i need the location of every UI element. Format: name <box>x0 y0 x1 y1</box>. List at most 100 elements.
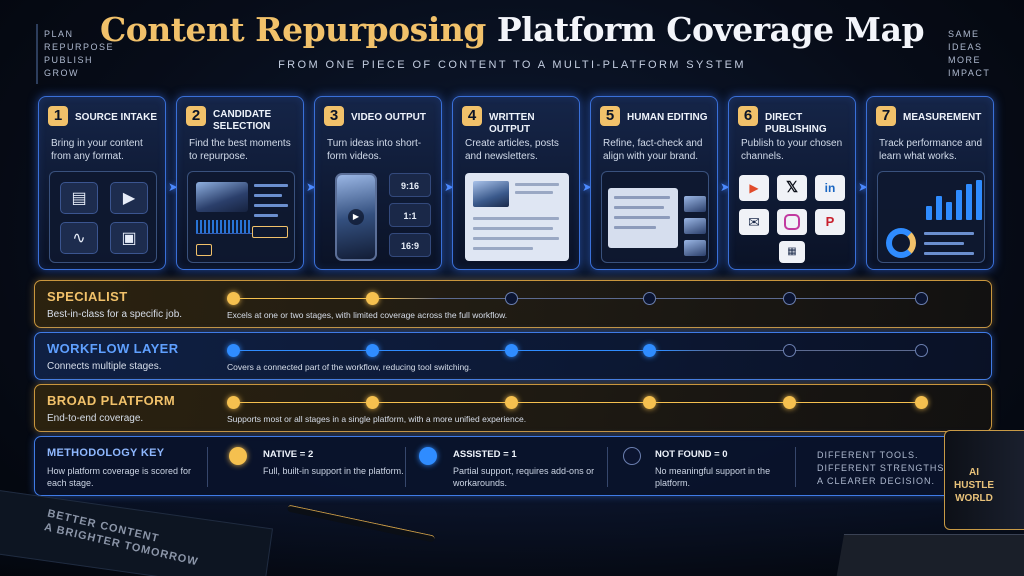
stage-number: 3 <box>324 106 344 126</box>
tier-broad-platform: BROAD PLATFORM End-to-end coverage. Supp… <box>34 384 992 432</box>
ratio-1-1: 1:1 <box>389 203 431 227</box>
stat-line <box>924 242 964 245</box>
corner-right-line: IMPACT <box>948 68 991 78</box>
page-title: Content Repurposing Platform Coverage Ma… <box>0 10 1024 49</box>
linkedin-icon: in <box>815 175 845 201</box>
article-image <box>473 181 509 207</box>
stage-description: Create articles, posts and newsletters. <box>465 138 559 162</box>
mug-line: WORLD <box>955 493 993 504</box>
tier-subtitle: Best-in-class for a specific job. <box>47 309 183 320</box>
stage-description: Track performance and learn what works. <box>879 138 983 162</box>
stage-title: DIRECT PUBLISHING <box>765 112 827 135</box>
text-line <box>473 217 559 220</box>
laptop <box>835 534 1024 576</box>
chevron-right-icon: ➤ <box>582 180 593 194</box>
not-found-dot-icon <box>623 447 641 465</box>
tier-note: Excels at one or two stages, with limite… <box>227 310 508 320</box>
score-dot <box>643 292 656 305</box>
text-line <box>614 216 670 219</box>
text-line <box>473 247 533 250</box>
stage-title: VIDEO OUTPUT <box>351 112 427 123</box>
stage-number: 7 <box>876 106 896 126</box>
text-line <box>473 237 559 240</box>
chart-bar <box>976 180 982 220</box>
tier-name: SPECIALIST <box>47 289 128 304</box>
corner-note-left: PLAN REPURPOSE PUBLISH GROW <box>36 24 120 84</box>
score-dot <box>915 344 928 357</box>
ratio-16-9: 16:9 <box>389 233 431 257</box>
key-divider <box>405 447 406 487</box>
audio-waveform <box>196 220 252 234</box>
page-subtitle: FROM ONE PIECE OF CONTENT TO A MULTI-PLA… <box>278 59 746 71</box>
chart-bar <box>936 196 942 220</box>
stage-description: Bring in your content from any format. <box>51 138 143 162</box>
native-dot-icon <box>229 447 247 465</box>
stage-card-human-editing: 5 HUMAN EDITING Refine, fact-check and a… <box>590 96 718 270</box>
key-divider <box>607 447 608 487</box>
youtube-icon: ▶ <box>739 175 769 201</box>
stage-title: SOURCE INTAKE <box>75 112 158 123</box>
methodology-key: METHODOLOGY KEY How platform coverage is… <box>34 436 992 496</box>
header: Content Repurposing Platform Coverage Ma… <box>0 10 1024 71</box>
source-format-panel: ▤ ▶ ∿ ▣ <box>49 171 157 263</box>
key-title: METHODOLOGY KEY <box>47 447 165 459</box>
media-thumbnail <box>684 240 706 256</box>
candidate-timeline-panel <box>187 171 295 263</box>
donut-chart <box>886 228 916 258</box>
stage-description: Find the best moments to repurpose. <box>189 138 291 162</box>
score-dot <box>783 396 796 409</box>
play-icon: ▶ <box>348 209 364 225</box>
chart-bar <box>926 206 932 220</box>
stage-number: 6 <box>738 106 758 126</box>
ratio-9-16: 9:16 <box>389 173 431 197</box>
score-dot <box>227 396 240 409</box>
score-dot <box>783 292 796 305</box>
tagline-line: DIFFERENT STRENGTHS. <box>817 463 948 473</box>
mug-line: HUSTLE <box>954 480 994 491</box>
mug-line: AI <box>969 467 979 478</box>
tier-name: WORKFLOW LAYER <box>47 341 179 356</box>
mug-logo-text: AI HUSTLE WORLD <box>954 466 994 505</box>
stage-title: WRITTEN OUTPUT <box>489 112 535 135</box>
score-dot <box>366 344 379 357</box>
corner-note-right: SAME IDEAS MORE IMPACT <box>942 24 996 84</box>
chart-bar <box>946 202 952 220</box>
key-label-not-found: NOT FOUND = 0 <box>655 449 728 460</box>
score-dot <box>915 292 928 305</box>
text-line <box>473 227 553 230</box>
chevron-right-icon: ➤ <box>858 180 869 194</box>
calendar-icon: ▦ <box>779 241 805 263</box>
tier-connector-line <box>233 298 923 299</box>
tier-name: BROAD PLATFORM <box>47 393 176 408</box>
score-dot <box>783 344 796 357</box>
tier-connector-line <box>233 402 923 403</box>
key-label-assisted: ASSISTED = 1 <box>453 449 517 460</box>
list-line <box>254 214 278 217</box>
stage-title: CANDIDATE SELECTION <box>213 109 272 132</box>
corner-right-line: MORE <box>948 55 981 65</box>
corner-left-line: GROW <box>44 68 79 78</box>
tagline-line: A CLEARER DECISION. <box>817 476 936 486</box>
stage-description: Turn ideas into short-form videos. <box>327 138 422 162</box>
instagram-icon-frame <box>784 214 800 230</box>
stage-title: HUMAN EDITING <box>627 112 708 123</box>
tier-note: Covers a connected part of the workflow,… <box>227 362 472 372</box>
x-icon: 𝕏 <box>777 175 807 201</box>
stage-number: 5 <box>600 106 620 126</box>
media-thumbnail <box>684 218 706 234</box>
score-dot <box>915 396 928 409</box>
key-desc-not-found: No meaningful support in the platform. <box>655 466 771 488</box>
text-line <box>614 226 656 229</box>
text-line <box>614 206 664 209</box>
score-dot <box>227 344 240 357</box>
chevron-right-icon: ➤ <box>444 180 455 194</box>
tier-workflow-layer: WORKFLOW LAYER Connects multiple stages.… <box>34 332 992 380</box>
stage-card-written-output: 4 WRITTEN OUTPUT Create articles, posts … <box>452 96 580 270</box>
list-line <box>254 204 288 207</box>
list-line <box>254 194 282 197</box>
corner-left-line: PLAN <box>44 29 74 39</box>
pinterest-icon: P <box>815 209 845 235</box>
stage-number: 1 <box>48 106 68 126</box>
key-desc-assisted: Partial support, requires add-ons or wor… <box>453 466 595 488</box>
stat-line <box>924 232 974 235</box>
